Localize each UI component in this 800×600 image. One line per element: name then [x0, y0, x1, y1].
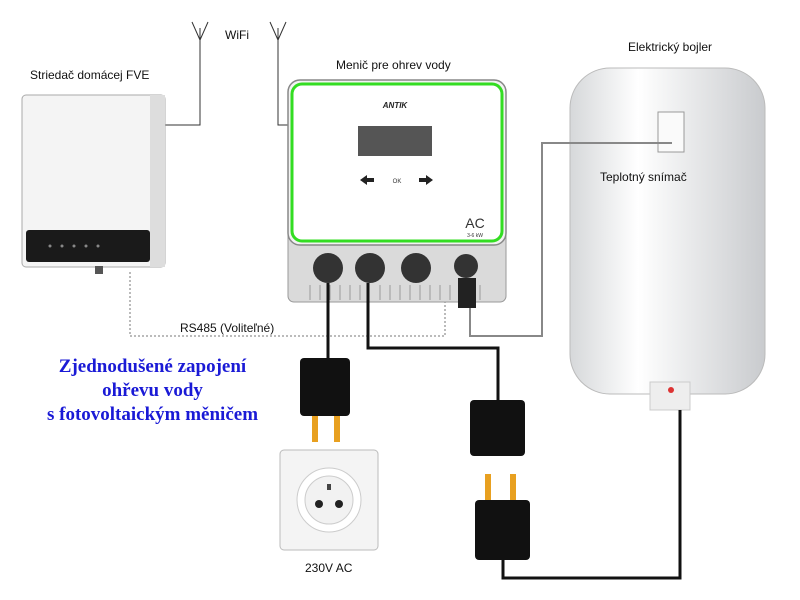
socket-label: 230V AC [305, 561, 353, 575]
power-label: 3-6 kW [467, 233, 483, 239]
title-line: s fotovoltaickým měničem [46, 404, 259, 425]
sensor-label: Teplotný snímač [600, 170, 687, 184]
inverter-label: Striedač domácej FVE [30, 68, 150, 82]
rs485-cable [129, 272, 446, 337]
converter-label: Menič pre ohrev vody [336, 58, 451, 72]
rs485-label: RS485 (Voliteľné) [180, 321, 275, 335]
plug-icon [300, 358, 530, 560]
power-cables [326, 283, 682, 580]
sensor-cable [469, 142, 672, 337]
brand-logo: ANTIK [382, 101, 409, 110]
boiler-label: Elektrický bojler [628, 40, 713, 54]
title-line: Zjednodušené zapojení [58, 356, 247, 377]
diagram-title: Zjednodušené zapojení ohřevu vody s foto… [10, 355, 295, 427]
ok-label: OK [393, 179, 402, 185]
model-label: AC [465, 215, 484, 231]
wifi-label: WiFi [225, 28, 249, 42]
boiler-image [569, 67, 766, 411]
socket-icon [279, 449, 379, 551]
title-line: ohřevu vody [102, 380, 203, 401]
inverter-image [21, 94, 166, 274]
converter-image [287, 79, 507, 308]
